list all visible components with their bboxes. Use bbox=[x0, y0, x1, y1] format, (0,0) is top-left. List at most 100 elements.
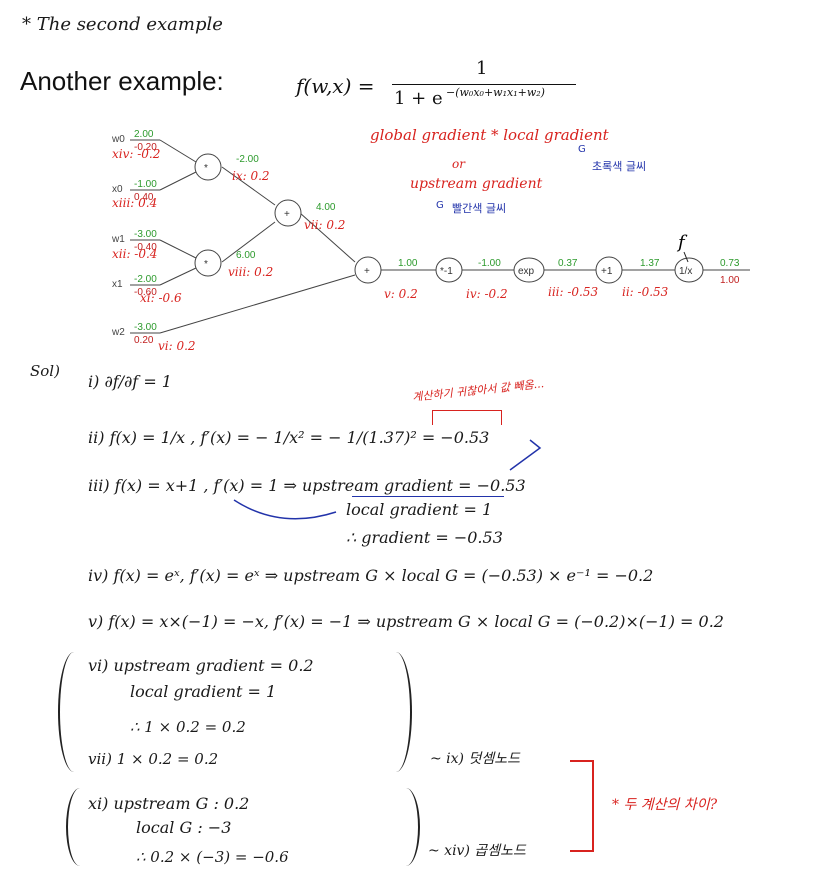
step-xi-a: xi) upstream G : 0.2 bbox=[88, 794, 250, 813]
mult-bot-note: viii: 0.2 bbox=[228, 265, 273, 279]
diff-note: * 두 계산의 차이? bbox=[612, 797, 718, 813]
step-iii-c: ∴ gradient = −0.53 bbox=[346, 528, 503, 547]
input-lines bbox=[130, 139, 160, 334]
chain-node-0-label: + bbox=[364, 266, 370, 277]
mult-top-fwd: -2.00 bbox=[236, 154, 259, 165]
mult-top-note: ix: 0.2 bbox=[232, 169, 270, 183]
slide-title: Another example: bbox=[20, 66, 224, 96]
add1-fwd: 4.00 bbox=[316, 202, 336, 213]
g-arrow-2: G bbox=[436, 200, 444, 211]
input-4-fwd: -3.00 bbox=[134, 322, 157, 333]
step-vi-a: vi) upstream gradient = 0.2 bbox=[88, 656, 314, 675]
chain-3-fwd: 1.37 bbox=[640, 258, 660, 269]
mult-node-bottom bbox=[194, 249, 222, 277]
paren-left-2 bbox=[66, 788, 94, 866]
korean-blue-1: 초록색 글씨 bbox=[592, 160, 646, 173]
input-4-bwd: 0.20 bbox=[134, 335, 154, 346]
upstream-note: upstream gradient bbox=[410, 176, 543, 192]
step-xi-c: ∴ 0.2 × (−3) = −0.6 bbox=[136, 848, 289, 866]
formula-numerator: 1 bbox=[476, 58, 488, 79]
formula-lhs: f(w,x) = bbox=[296, 74, 375, 98]
input-1-bwd: 0.40 bbox=[134, 192, 154, 203]
step-vi-b: local gradient = 1 bbox=[130, 682, 277, 701]
chain-3-note: ii: -0.53 bbox=[622, 285, 669, 299]
input-2-note: xii: -0.4 bbox=[112, 247, 157, 261]
mult-node-top bbox=[194, 153, 222, 181]
step-ii: ii) f(x) = 1/x , f′(x) = − 1/x² = − 1/(1… bbox=[88, 428, 490, 447]
chain-1-fwd: -1.00 bbox=[478, 258, 501, 269]
ix-note: ~ ix) 덧셈노드 bbox=[430, 751, 520, 767]
neg-node bbox=[435, 257, 463, 283]
add-node-1 bbox=[274, 199, 302, 227]
chain-node-1-label: *-1 bbox=[440, 266, 453, 277]
formula-exponent: −(w₀x₀+w₁x₁+w₂) bbox=[446, 86, 545, 99]
add1-label: + bbox=[284, 209, 290, 220]
chain-1-note: iv: -0.2 bbox=[466, 287, 508, 301]
add-node-2 bbox=[354, 256, 382, 284]
chain-4-bwd: 1.00 bbox=[720, 275, 740, 286]
graph-edges bbox=[159, 139, 750, 334]
input-0-fwd: 2.00 bbox=[134, 129, 154, 140]
step-vii: vii) 1 × 0.2 = 0.2 bbox=[88, 750, 219, 768]
input-2-bwd: -0.40 bbox=[134, 242, 157, 253]
chain-0-fwd: 1.00 bbox=[398, 258, 418, 269]
sol-label: Sol) bbox=[30, 362, 60, 380]
global-gradient-note: global gradient * local gradient bbox=[370, 126, 610, 144]
step-iv: iv) f(x) = eˣ, f′(x) = eˣ ⇒ upstream G ×… bbox=[88, 566, 654, 585]
paren-right-2 bbox=[392, 788, 420, 866]
step-ii-note: 계산하기 귀찮아서 값 빼옴... bbox=[411, 377, 545, 404]
mult-bot-fwd: 6.00 bbox=[236, 250, 256, 261]
step-vi-c: ∴ 1 × 0.2 = 0.2 bbox=[130, 718, 246, 736]
input-4-note: vi: 0.2 bbox=[158, 339, 196, 353]
step-xi-b: local G : −3 bbox=[136, 818, 232, 837]
korean-blue-2: 빨간색 글씨 bbox=[452, 202, 506, 215]
step-iii-b: local gradient = 1 bbox=[346, 500, 493, 519]
formula: f(w,x) = 1 1 + e −(w₀x₀+w₁x₁+w₂) bbox=[296, 58, 596, 109]
formula-denominator: 1 + e bbox=[394, 88, 443, 109]
step-i: i) ∂f/∂f = 1 bbox=[88, 372, 172, 391]
paren-left-1 bbox=[58, 652, 90, 772]
arrow-upstream bbox=[509, 439, 542, 471]
or-note: or bbox=[452, 157, 466, 171]
exp-node bbox=[513, 257, 545, 283]
input-0-note: xiv: -0.2 bbox=[112, 147, 160, 161]
input-4-name: w2 bbox=[111, 327, 125, 338]
xiv-note: ~ xiv) 곱셈노드 bbox=[428, 843, 526, 859]
input-1-name: x0 bbox=[112, 184, 123, 195]
chain-node-2-label: exp bbox=[518, 266, 535, 277]
input-3-bwd: -0.60 bbox=[134, 287, 157, 298]
input-1-note: xiii: 0.4 bbox=[112, 196, 157, 210]
paren-right-1 bbox=[380, 652, 412, 772]
g-arrow-1: G bbox=[578, 144, 586, 155]
chain-2-note: iii: -0.53 bbox=[548, 285, 599, 299]
step-v: v) f(x) = x×(−1) = −x, f′(x) = −1 ⇒ upst… bbox=[88, 612, 724, 631]
input-3-note: xi: -0.6 bbox=[140, 291, 182, 305]
f-label: f bbox=[676, 232, 688, 253]
bracket-note bbox=[432, 410, 502, 425]
chain-node-4-label: 1/x bbox=[679, 266, 692, 277]
input-0-bwd: -0.20 bbox=[134, 142, 157, 153]
chain-0-note: v: 0.2 bbox=[384, 287, 418, 301]
input-2-fwd: -3.00 bbox=[134, 229, 157, 240]
fraction-bar bbox=[392, 84, 576, 85]
compare-bracket bbox=[570, 760, 594, 852]
mult-bottom-label: * bbox=[204, 259, 208, 270]
input-2-name: w1 bbox=[111, 234, 125, 245]
input-0-name: w0 bbox=[111, 134, 125, 145]
upstream-underline bbox=[352, 496, 504, 497]
input-1-fwd: -1.00 bbox=[134, 179, 157, 190]
plus1-node bbox=[595, 256, 623, 284]
f-pointer bbox=[683, 251, 689, 263]
add1-note: vii: 0.2 bbox=[304, 218, 345, 232]
note-title: * The second example bbox=[22, 14, 223, 35]
chain-node-3-label: +1 bbox=[601, 266, 613, 277]
chain-4-fwd: 0.73 bbox=[720, 258, 740, 269]
input-3-fwd: -2.00 bbox=[134, 274, 157, 285]
step-iii-a: iii) f(x) = x+1 , f′(x) = 1 ⇒ upstream g… bbox=[88, 476, 526, 495]
computational-graph: * * + + *-1 exp +1 1/x w0 2.00 -0.20 xiv… bbox=[111, 126, 750, 353]
recip-node bbox=[674, 257, 704, 283]
arrow-local bbox=[233, 499, 337, 520]
chain-2-fwd: 0.37 bbox=[558, 258, 578, 269]
input-3-name: x1 bbox=[112, 279, 123, 290]
mult-top-label: * bbox=[204, 163, 208, 174]
